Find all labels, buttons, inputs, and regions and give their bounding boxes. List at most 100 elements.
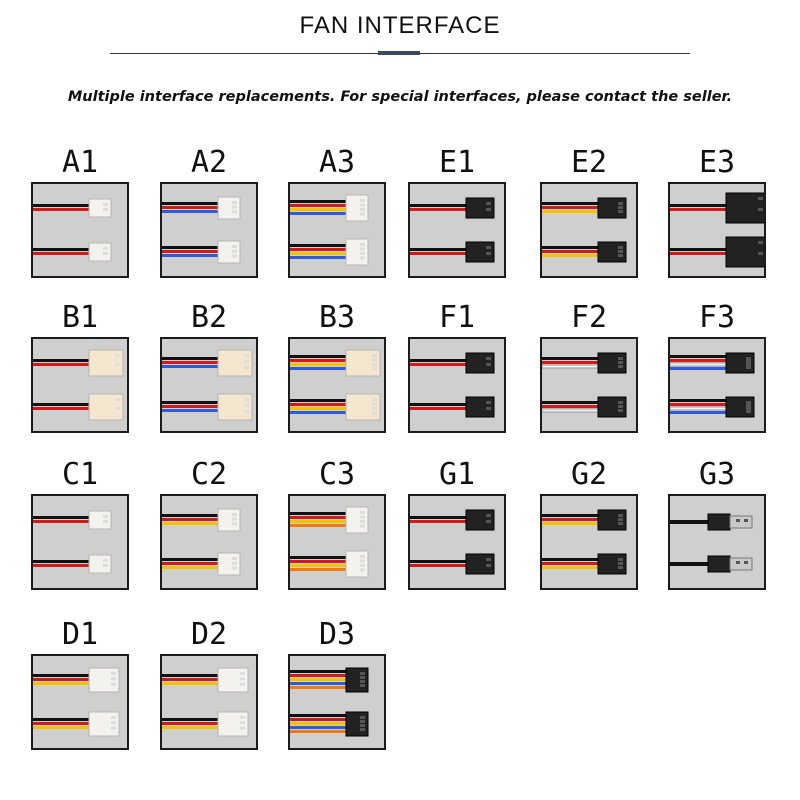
connector-photo xyxy=(408,182,506,278)
wire-blue xyxy=(162,254,220,257)
wire-black xyxy=(542,202,600,205)
connector-pin xyxy=(103,559,108,562)
connector-label: E3 xyxy=(698,145,736,180)
wire-yellow xyxy=(290,722,348,725)
connector-pin xyxy=(758,197,763,200)
wire-black xyxy=(542,357,600,360)
usb-plug-slot xyxy=(736,519,740,522)
wire-yellow xyxy=(33,682,91,685)
connector-item: C3 xyxy=(288,458,386,592)
connector-photo xyxy=(540,337,638,433)
connector-label: D3 xyxy=(318,617,356,652)
wire-red xyxy=(33,564,91,567)
connector-pin xyxy=(486,558,491,561)
usb-plug-metal xyxy=(729,515,753,529)
connector-pin xyxy=(486,401,491,404)
connector-pin xyxy=(103,564,108,567)
connector-illustration xyxy=(162,496,256,588)
connector-item: E3 xyxy=(668,146,766,280)
wire-red xyxy=(410,520,468,523)
photo-background xyxy=(162,496,256,588)
wire-yellow xyxy=(162,522,220,525)
connector-pin xyxy=(486,202,491,205)
connector-pin xyxy=(360,203,365,207)
wire-blue xyxy=(290,726,348,729)
connector-pin xyxy=(240,721,245,725)
connector-pin xyxy=(244,360,249,363)
connector-pin xyxy=(103,520,108,523)
connector-pin xyxy=(232,566,237,570)
connector-item: F2 xyxy=(540,301,638,435)
wire-red xyxy=(290,248,348,251)
connector-pin xyxy=(746,401,751,404)
wire-black xyxy=(162,357,220,360)
connector-pin xyxy=(240,716,245,719)
wire-black xyxy=(33,560,91,563)
connector-label: A1 xyxy=(61,145,99,180)
wire-white xyxy=(670,406,729,411)
wire-red xyxy=(33,252,91,255)
connector-pin xyxy=(618,518,623,521)
wire-red xyxy=(410,252,468,255)
connector-illustration xyxy=(33,184,127,276)
photo-background xyxy=(290,656,384,748)
connector-pin xyxy=(115,354,120,357)
connector-pin xyxy=(486,208,491,211)
wire-red xyxy=(542,562,600,565)
wire-black xyxy=(290,244,348,247)
connector-pin xyxy=(232,517,237,521)
wire-yellow xyxy=(290,564,348,567)
connector-pin xyxy=(618,514,623,517)
wire-red xyxy=(162,405,220,408)
connector-pin xyxy=(486,252,491,255)
wire-yellow xyxy=(290,678,348,681)
connector-photo xyxy=(408,494,506,590)
connector-pin xyxy=(360,676,365,679)
wire-black xyxy=(290,512,348,515)
connector-pin xyxy=(360,684,365,687)
wire-black xyxy=(162,401,220,404)
wire-orange xyxy=(290,524,348,527)
connector-item: A2 xyxy=(160,146,258,280)
wire-red xyxy=(670,208,728,211)
wire-red xyxy=(542,405,600,408)
page-title: FAN INTERFACE xyxy=(299,12,501,39)
header: FAN INTERFACE xyxy=(0,0,800,60)
connector-pin xyxy=(360,559,365,563)
usb-plug-slot xyxy=(736,561,740,564)
wire-black xyxy=(542,401,600,404)
connector-photo xyxy=(160,337,258,433)
wire-black xyxy=(290,399,348,402)
wire-black xyxy=(33,204,91,207)
wire-orange xyxy=(290,568,348,571)
wire-black xyxy=(542,558,600,561)
connector-pin xyxy=(372,358,377,362)
wire-blue xyxy=(670,367,728,370)
wire-black xyxy=(33,248,91,251)
connector-illustration xyxy=(542,496,636,588)
connector-pin xyxy=(232,561,237,565)
wire-black xyxy=(33,674,91,677)
connector-photo xyxy=(160,654,258,750)
connector-item: C2 xyxy=(160,458,258,592)
connector-pin xyxy=(240,672,245,675)
connector-item: G3 xyxy=(668,458,766,592)
connector-label: B2 xyxy=(190,300,228,335)
connector-pin xyxy=(115,363,120,366)
connector-illustration xyxy=(410,339,504,431)
wire-yellow xyxy=(542,566,600,569)
connector-pin xyxy=(232,557,237,560)
connector-pin xyxy=(244,410,249,413)
connector-pin xyxy=(746,357,751,360)
connector-pin xyxy=(618,409,623,412)
connector-photo xyxy=(288,494,386,590)
connector-pin xyxy=(486,363,491,366)
connector-pin xyxy=(360,716,365,719)
wire-red xyxy=(290,359,348,362)
wire-black xyxy=(162,718,220,721)
connector-pin xyxy=(360,243,365,246)
connector-pin xyxy=(360,247,365,251)
wire-red xyxy=(290,204,348,207)
connector-pin xyxy=(486,246,491,249)
connector-pin xyxy=(360,199,365,202)
